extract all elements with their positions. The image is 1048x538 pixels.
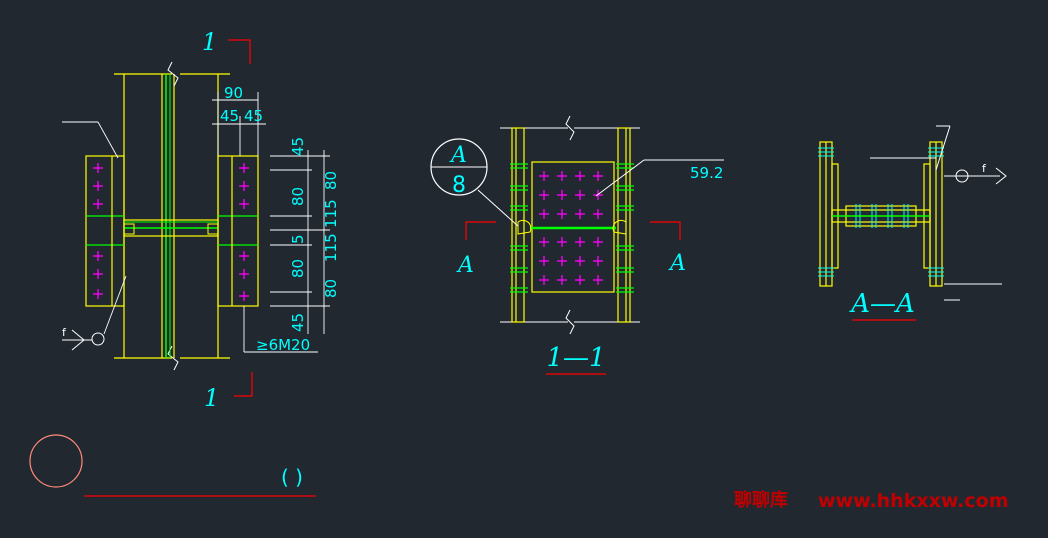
section-a-a-view: f A—A: [818, 125, 1007, 321]
dim-45-a: 45: [220, 107, 239, 125]
break-mark-top: [167, 61, 179, 87]
cut-left-label: A: [456, 253, 474, 278]
flanges-1-1: [511, 127, 631, 323]
dim-90: 90: [224, 84, 243, 102]
break-mark-top-1-1: [565, 115, 575, 141]
section-1-1-outline: [500, 127, 640, 323]
cut-mark-right: [650, 221, 681, 240]
weld-right-1-1: [612, 219, 627, 235]
detail-sheet: 8: [452, 173, 466, 198]
title-block: ( ): [29, 434, 316, 497]
dim-v-80-top: 80: [289, 187, 307, 206]
dim-45-b: 45: [244, 107, 263, 125]
dim-v-80-b1: 80: [322, 171, 340, 190]
title-bracket: ( ): [281, 465, 303, 489]
weld-f-label-right: f: [982, 162, 987, 175]
section-a-a-title: A—A: [849, 289, 915, 319]
bolt-ticks-a-a: [818, 147, 944, 277]
weld-symbol-left: f: [62, 326, 105, 351]
section-mark-top: 1: [202, 28, 251, 64]
dim-v-5: 5: [289, 234, 307, 244]
weld-f-label: f: [62, 326, 67, 339]
left-splice-plate: [85, 155, 125, 307]
weld-symbol-right: f: [955, 162, 1007, 185]
dim-v-45-top: 45: [289, 137, 307, 156]
section-mark-bottom-label: 1: [204, 384, 219, 412]
weld-left-1-1: [517, 219, 532, 235]
dimension-lines: [62, 92, 330, 353]
section-mark-bottom: 1: [204, 372, 253, 412]
detail-bubble: A 8: [430, 138, 519, 227]
dim-v-80-bot: 80: [289, 259, 307, 278]
cut-mark-left: [465, 221, 496, 240]
bolt-note: ≥6M20: [256, 336, 310, 354]
web-splice: [123, 219, 219, 237]
leaders-a-a: [870, 125, 1002, 301]
section-mark-top-label: 1: [202, 28, 217, 56]
column-outline: [114, 73, 230, 359]
h-section-a-a: [819, 141, 943, 287]
dim-59-2: 59.2: [690, 164, 723, 182]
section-1-1-view: A 8 59.2 A A 1—1: [430, 115, 724, 375]
dim-v-80-b2: 80: [322, 279, 340, 298]
leader-59-2: 59.2: [595, 159, 724, 197]
bolts-right: [238, 162, 250, 302]
watermark: 聊聊库 www.hhkxxw.com: [734, 489, 1009, 512]
dim-v-45-bot: 45: [289, 313, 307, 332]
elevation-view: f 90 45 45 45 80 5 80 45 80 115 115 80 ≥…: [62, 28, 340, 412]
dim-v-115-b2: 115: [322, 233, 340, 262]
detail-number: A: [449, 143, 467, 168]
watermark-url: www.hhkxxw.com: [818, 490, 1009, 512]
break-mark-bottom-1-1: [565, 309, 575, 335]
bolts-left: [92, 162, 104, 300]
dim-v-115-b1: 115: [322, 199, 340, 228]
title-circle: [29, 434, 83, 488]
cut-right-label: A: [668, 251, 686, 276]
section-1-1-title: 1—1: [546, 343, 605, 373]
bolt-ticks-1-1: [510, 163, 634, 293]
right-splice-plate: [217, 155, 259, 307]
watermark-site-name: 聊聊库: [734, 489, 788, 511]
